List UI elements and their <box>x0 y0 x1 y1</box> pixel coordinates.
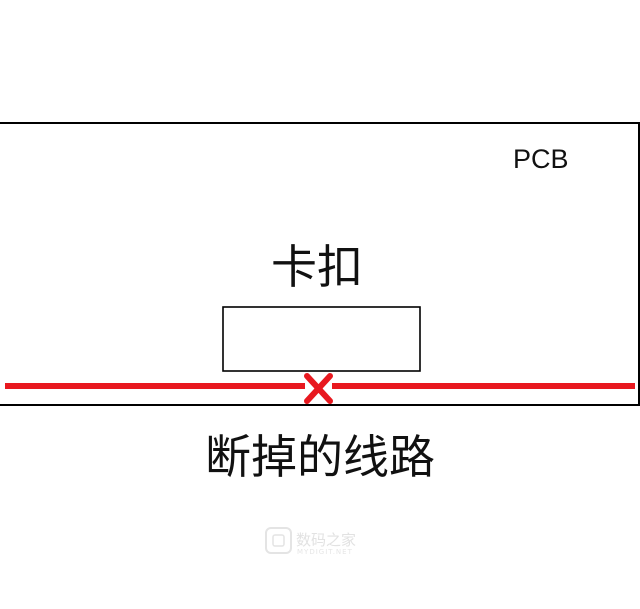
broken-trace-label: 断掉的线路 <box>205 430 435 484</box>
watermark-text: 数码之家 <box>296 531 356 549</box>
pcb-label: PCB <box>513 144 569 174</box>
pcb-board-outline <box>0 122 640 406</box>
x-mark-icon <box>304 373 333 404</box>
clip-rect <box>222 306 421 372</box>
watermark: 数码之家 MYDIGIT.NET <box>265 527 356 556</box>
clip-label: 卡扣 <box>271 240 363 294</box>
watermark-logo-icon <box>265 527 292 554</box>
watermark-subtext: MYDIGIT.NET <box>297 548 353 556</box>
